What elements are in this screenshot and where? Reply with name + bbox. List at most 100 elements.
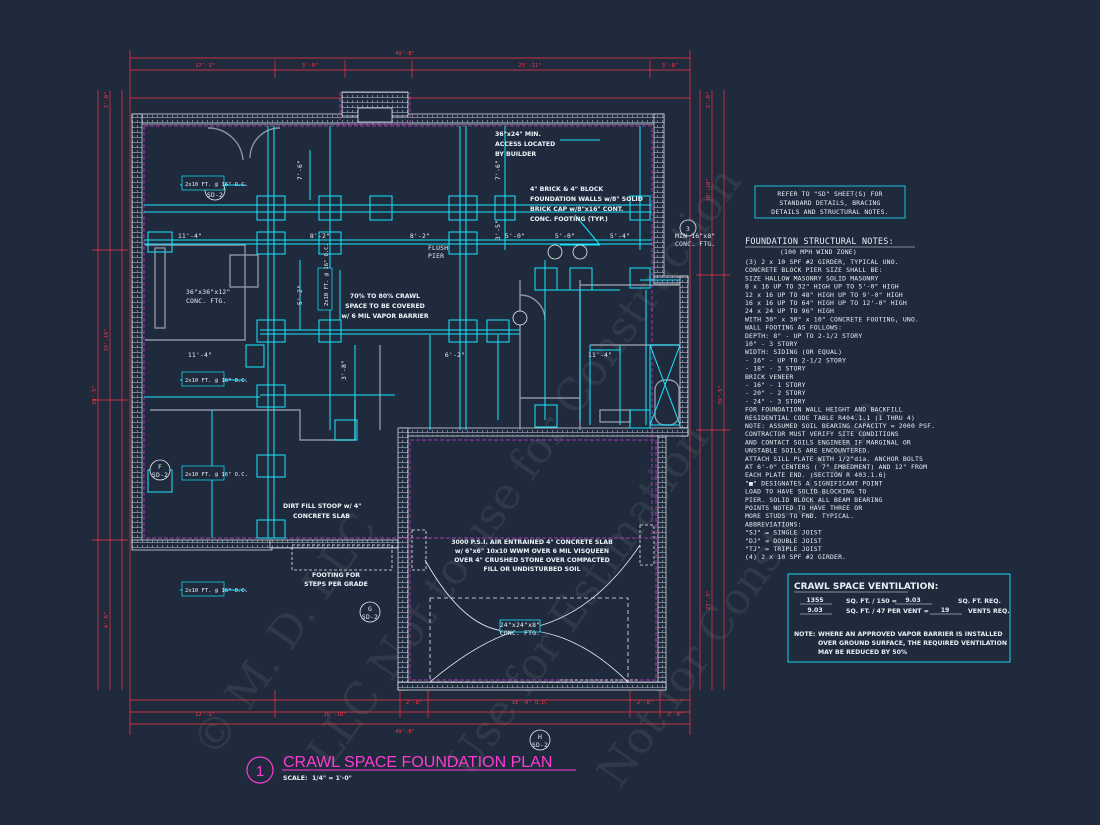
beam-tags: 2x10 FT. @ 16" O.C. 2x10 FT. @ 16" O.C. … — [181, 175, 333, 597]
note-line: FOR FOUNDATION WALL HEIGHT AND BACKFILL — [745, 406, 903, 414]
structural-notes: FOUNDATION STRUCTURAL NOTES: (100 MPH WI… — [745, 237, 935, 561]
plan-note-steps: FOOTING FOR STEPS PER GRADE — [304, 572, 368, 588]
room-dim-13: 5'-2" — [296, 285, 304, 305]
dim-right-1: 18'-10" — [706, 178, 712, 201]
steps-line-2: STEPS PER GRADE — [304, 581, 368, 588]
brick-line-3: BRICK CAP w/8"x16" CONT. — [530, 206, 623, 213]
dimension-text-bottom: 49'-8" 12'-1" 16'-10" 2'-8" 16'-0" O.D. … — [195, 700, 683, 735]
foundation-walls — [131, 91, 689, 691]
room-dim-8: 6'-2" — [445, 351, 465, 359]
dimension-text-top: 49'-8" 17'-1" 3'-0" 25'-11" 3'-8" — [195, 51, 678, 69]
flush-line-1: FLUSH — [428, 244, 448, 252]
access-line-1: 36"x24" MIN. — [495, 131, 541, 138]
dim-bottom-6: 3'-8" — [667, 712, 684, 718]
note-line: SIZE HALLOW MASONRY SOLID MASONRY — [745, 274, 879, 282]
dirt-line-1: DIRT FILL STOOP w/ 4" — [283, 503, 361, 510]
slab-line-4: FILL OR UNDISTURBED SOIL — [483, 566, 580, 573]
title-scale-value: 1/4" = 1'-0" — [312, 775, 352, 782]
dim-bottom-2: 16'-10" — [323, 712, 346, 718]
crawl-line-3: w/ 6 MIL VAPOR BARRIER — [341, 313, 429, 320]
note-line: UNSTABLE SOILS ARE ENCOUNTERED. — [745, 447, 870, 455]
brick-line-4: CONC. FOOTING (TYP.) — [530, 216, 608, 223]
notes-subheading: (100 MPH WIND ZONE) — [780, 248, 857, 256]
note-line: EACH PLATE END. (SECTION R 403.1.6) — [745, 471, 887, 479]
vent-r2-c1: 9.03 — [807, 607, 822, 614]
note-line: - 24" - 3 STORY — [745, 397, 806, 405]
beam-tag-4: 2x10 FT. @ 16" O.C. — [185, 472, 248, 478]
plan-note-brick: 4" BRICK & 4" BLOCK FOUNDATION WALLS w/8… — [530, 186, 643, 223]
dim-bottom-4: 16'-0" O.D. — [512, 700, 548, 706]
dim-top-3: 25'-11" — [518, 63, 541, 69]
title-number: 1 — [256, 763, 264, 780]
note-line: - 20" - 2 STORY — [745, 389, 806, 397]
note-line: POINTS NOTED TO HAVE THREE OR — [745, 504, 862, 512]
beam-tag-5: 2x10 FT. @ 16" O.C. — [324, 243, 330, 306]
plan-note-slab-ftg: 24"x24"x8" CONC. FTG. — [500, 621, 540, 637]
vent-r2-c2: SQ. FT. / 47 PER VENT = — [846, 608, 929, 615]
plan-note-flush: FLUSH PIER — [428, 244, 448, 260]
slab-ftg-line-1: 24"x24"x8" — [500, 621, 540, 629]
room-dim-5: 5'-4" — [610, 232, 630, 240]
brick-line-2: FOUNDATION WALLS w/8" SOLID — [530, 196, 643, 203]
dim-top-1: 17'-1" — [195, 63, 215, 69]
room-dim-1: 8'-2" — [310, 232, 330, 240]
room-dim-12: 3'-5" — [494, 220, 502, 240]
dim-bottom-5: 2'-8" — [637, 700, 654, 706]
flush-line-2: PIER — [428, 252, 444, 260]
dim-left-total: 39'-5" — [92, 385, 98, 405]
vent-r1-c1: 1355 — [806, 597, 823, 604]
dirt-line-2: CONCRETE SLAB — [293, 513, 350, 520]
room-dim-9: 11'-4" — [588, 351, 612, 359]
vent-r2-c4: VENTS REQ. — [968, 608, 1010, 615]
note-line: CONCRETE BLOCK PIER SIZE SHALL BE: — [745, 266, 883, 274]
note-line: "SJ" = SINGLE JOIST — [745, 529, 822, 537]
tag-g-letter: G — [368, 605, 372, 613]
note-line: LOAD TO HAVE SOLID BLOCKING TO — [745, 488, 866, 496]
refer-box: REFER TO "SD" SHEET(S) FOR STANDARD DETA… — [754, 185, 906, 219]
slab-line-1: 3000 P.S.I. AIR ENTRAINED 4" CONCRETE SL… — [451, 539, 613, 546]
dimension-text-left: 39'-5" 19'-10" 4'-8" 2'-0" — [92, 92, 110, 629]
note-line: - 18" - 3 STORY — [745, 365, 806, 373]
note-line: (3) 2 x 10 SPF #2 GIRDER, TYPICAL UNO. — [745, 258, 899, 266]
ventilation-box: CRAWL SPACE VENTILATION: 1355 SQ. FT. / … — [787, 573, 1011, 663]
note-line: MORE STUDS TO FND. TYPICAL. — [745, 512, 854, 520]
hidden-lines — [143, 92, 657, 681]
room-dim-10: 7'-6" — [296, 160, 304, 180]
slab-line-2: w/ 6"x6" 10x10 WWM OVER 6 MIL VISQUEEN — [455, 548, 609, 555]
note-line: "■" DESIGNATES A SIGNIFICANT POINT — [745, 479, 883, 487]
note-line: (4) 2 x 10 SPF #2 GIRDER. — [745, 553, 846, 561]
beam-tag-1: 2x10 FT. @ 16" O.C. — [185, 182, 248, 188]
note-line: DEPTH: 8" - UP TO 2-1/2 STORY — [745, 332, 862, 340]
note-line: PIER. SOLID BLOCK ALL BEAM BEARING — [745, 496, 883, 504]
crawl-line-1: 70% TO 80% CRAWL — [350, 293, 420, 300]
note-line: BRICK VENEER — [745, 373, 794, 381]
note-line: ATTACH SILL PLATE WITH 1/2"dia. ANCHOR B… — [745, 455, 923, 463]
plan-note-access: 36"x24" MIN. ACCESS LOCATED BY BUILDER — [495, 131, 555, 158]
note-line: "DJ" = DOUBLE JOIST — [745, 537, 822, 545]
note-line: WALL FOOTING AS FOLLOWS: — [745, 324, 842, 332]
title-scale-label: SCALE: — [283, 775, 307, 782]
brick-line-1: 4" BRICK & 4" BLOCK — [530, 186, 603, 193]
vent-note-1: WHERE AN APPROVED VAPOR BARRIER IS INSTA… — [818, 631, 1003, 638]
vent-r2-c3: 19 — [941, 607, 950, 614]
slab-ftg-line-2: CONC. FTG. — [500, 629, 540, 637]
dim-bottom-total: 49'-8" — [395, 729, 415, 735]
access-line-2: ACCESS LOCATED — [495, 141, 555, 148]
room-dim-11: 7'-6" — [494, 160, 502, 180]
garage-slab — [291, 524, 655, 683]
tag-f-letter: F — [158, 463, 162, 471]
beam-tag-3: 2x10 FT. @ 16" O.C. — [185, 588, 248, 594]
note-line: - 16" - UP TO 2-1/2 STORY — [745, 356, 846, 364]
room-dim-2: 8'-2" — [410, 232, 430, 240]
tag-h-sheet: SD-2 — [532, 741, 548, 749]
note-line: 12 x 16 UP TO 48" HIGH UP TO 9'-0" HIGH — [745, 291, 903, 299]
tag-h-letter: H — [538, 733, 542, 741]
note-line: ABBREVIATIONS: — [745, 520, 802, 528]
room-dim-4: 5'-0" — [555, 232, 575, 240]
vent-note-3: MAY BE REDUCED BY 50% — [818, 649, 907, 656]
access-line-3: BY BUILDER — [495, 151, 536, 158]
room-dim-14: 3'-8" — [340, 360, 348, 380]
title-main: CRAWL SPACE FOUNDATION PLAN — [283, 754, 552, 771]
dim-left-2: 4'-8" — [104, 612, 110, 629]
